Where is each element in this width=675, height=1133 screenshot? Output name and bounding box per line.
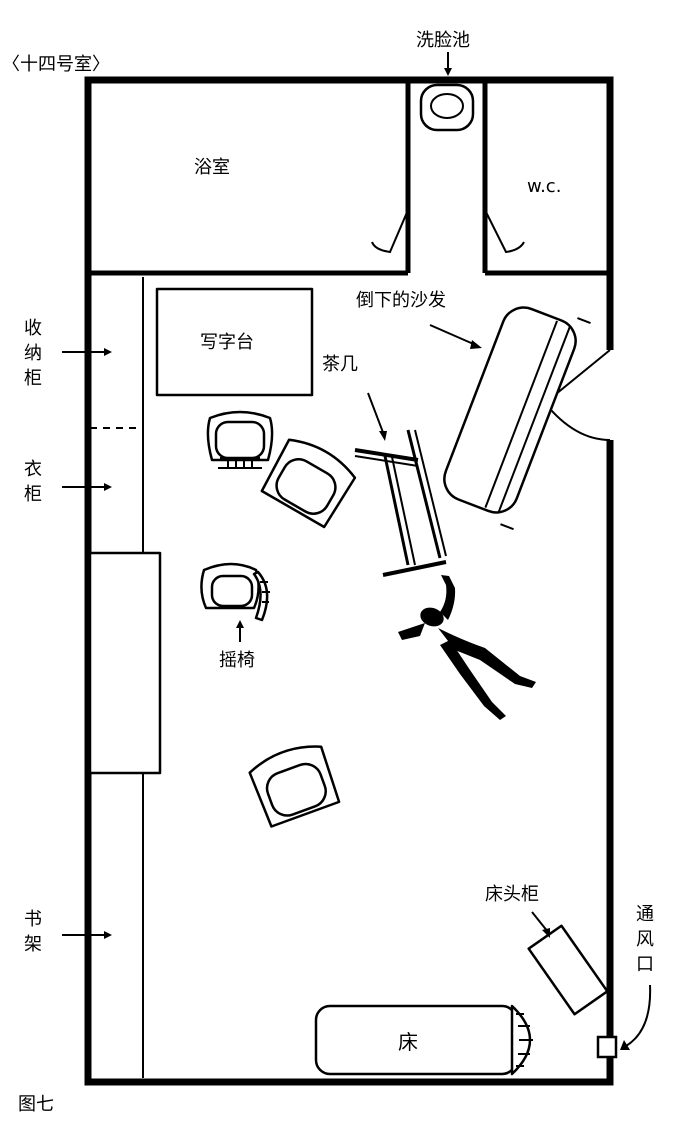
desk-label: 写字台	[200, 332, 254, 353]
fallen-sofa-arrow	[429, 324, 482, 349]
nightstand-label: 床头柜	[485, 884, 539, 905]
storage-cabinet-label-2: 纳	[24, 343, 42, 364]
storage-cabinet-arrow	[62, 348, 112, 356]
armchair-2	[260, 438, 357, 529]
bed	[314, 1004, 533, 1076]
wardrobe-label-2: 柜	[24, 484, 42, 505]
figure-caption: 图七	[18, 1094, 54, 1115]
coffee-table	[354, 429, 447, 577]
coffee-table-arrow	[367, 392, 387, 441]
washbasin-arrowhead	[444, 68, 452, 76]
bathroom-label: 浴室	[194, 157, 230, 178]
wc-label: w.c.	[527, 176, 561, 197]
bookshelf-label-1: 书	[24, 909, 42, 930]
bed-label: 床	[398, 1030, 418, 1054]
armchair-3	[248, 745, 341, 828]
desk	[155, 287, 314, 397]
rocking-chair-arrow	[236, 620, 244, 642]
fallen-sofa	[443, 306, 591, 531]
vent-label-2: 风	[636, 929, 654, 950]
washbasin-label: 洗脸池	[416, 30, 470, 51]
storage-cabinet-label-1: 收	[24, 318, 42, 339]
wardrobe-arrow	[62, 483, 112, 491]
bookshelf-arrow	[62, 931, 112, 939]
body-silhouette	[398, 575, 536, 720]
wardrobe-label-1: 衣	[24, 459, 42, 480]
wall-cabinet-block	[88, 551, 162, 775]
rocking-chair-label: 摇椅	[219, 650, 255, 671]
armchair-1	[206, 410, 274, 469]
figure-title: 〈十四号室〉	[2, 54, 110, 75]
nightstand-arrow	[531, 911, 550, 938]
vent-label-3: 口	[636, 954, 654, 975]
vent-label-1: 通	[636, 904, 654, 925]
fallen-sofa-label: 倒下的沙发	[356, 290, 446, 311]
storage-cabinet-label-3: 柜	[24, 368, 42, 389]
coffee-table-label: 茶几	[322, 354, 358, 375]
bookshelf-label-2: 架	[24, 934, 42, 955]
bathroom-door-swing	[371, 209, 409, 254]
vent	[596, 1035, 618, 1059]
washbasin	[419, 83, 475, 132]
vent-arrow	[620, 984, 652, 1050]
wc-door-swing	[484, 209, 525, 254]
nightstand	[527, 924, 609, 1016]
rocking-chair	[200, 562, 270, 622]
outer-wall	[84, 76, 614, 1086]
